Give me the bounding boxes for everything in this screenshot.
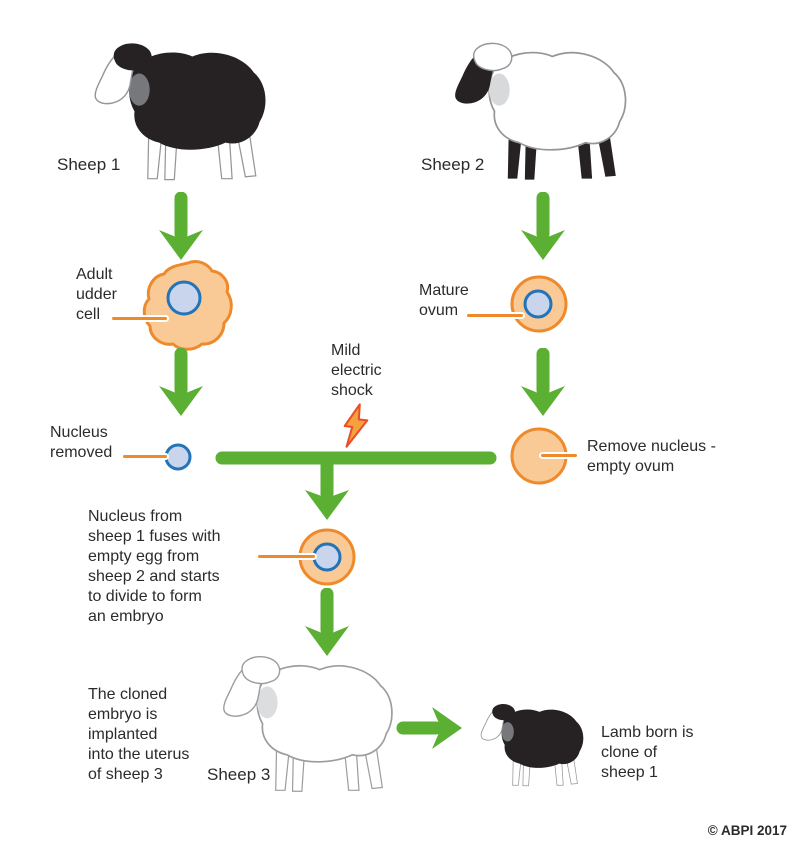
nucleus-removed-leader-line [123, 455, 167, 458]
lightning-bolt-icon [343, 403, 369, 448]
arrow-fused-cell-to-sheep3-icon [305, 588, 349, 656]
arrow-sheep2-to-mature-ovum-icon [521, 192, 565, 260]
copyright-text: © ABPI 2017 [707, 823, 787, 838]
fused-cell-illustration [298, 528, 356, 586]
adult-udder-cell-label: Adult udder cell [76, 266, 117, 323]
empty-ovum-label: Remove nucleus - empty ovum [587, 438, 716, 475]
mild-electric-shock-label: Mild electric shock [331, 342, 382, 399]
sheep3-illustration [223, 656, 393, 792]
sheep2-label: Sheep 2 [421, 155, 485, 174]
arrow-sheep1-to-udder-cell-icon [159, 192, 203, 260]
mature-ovum-leader-line [467, 314, 523, 317]
sheep1-label: Sheep 1 [57, 155, 121, 174]
mature-ovum-label: Mature ovum [419, 282, 469, 319]
fused-cell-leader-line [258, 555, 315, 558]
arrow-ovum-to-empty-ovum-icon [521, 348, 565, 416]
fusion-connector-arrow-icon [215, 451, 497, 520]
sheep1-illustration [94, 43, 266, 181]
empty-ovum-leader-line [541, 454, 577, 457]
fusion-label: Nucleus from sheep 1 fuses with empty eg… [88, 508, 221, 625]
adult-udder-cell-illustration [142, 260, 233, 351]
lamb-label: Lamb born is clone of sheep 1 [601, 724, 694, 781]
sheep3-label: Sheep 3 [207, 765, 271, 784]
implantation-label: The cloned embryo is implanted into the … [88, 686, 190, 783]
nucleus-removed-label: Nucleus removed [50, 424, 113, 461]
lamb-illustration [480, 704, 584, 787]
arrow-udder-cell-to-nucleus-icon [159, 348, 203, 416]
mature-ovum-illustration [510, 275, 568, 333]
removed-nucleus-illustration [164, 443, 192, 471]
adult-udder-cell-leader-line [112, 317, 167, 320]
sheep2-illustration [455, 42, 627, 180]
arrow-sheep3-to-lamb-icon [396, 707, 462, 749]
